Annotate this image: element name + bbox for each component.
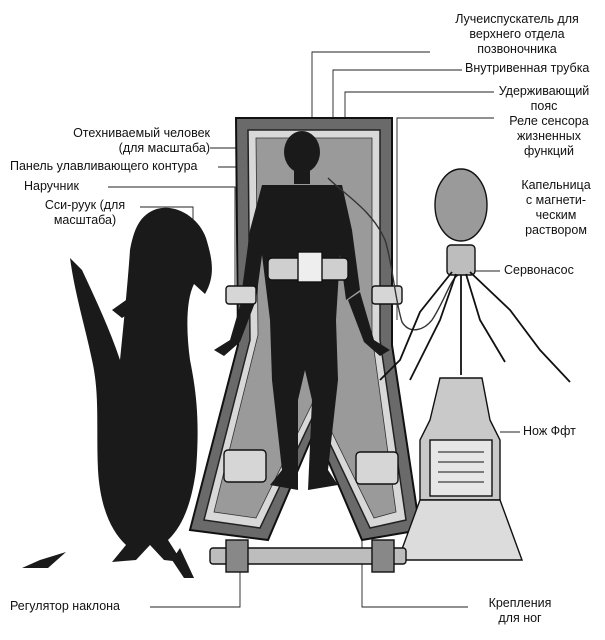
cutter-base	[396, 499, 524, 561]
leader-tilt-regulator	[150, 560, 241, 608]
label-foot-mounts: Крепления для ног	[488, 596, 552, 625]
leader-wrist-cuff	[108, 186, 236, 292]
drip-device	[379, 168, 571, 561]
right-wrist-cuff	[371, 285, 403, 305]
cuffs	[223, 251, 403, 485]
label-spine-emitter: Лучеиспускатель для верхнего отдела позв…	[455, 12, 579, 56]
leader-vital-relay	[396, 117, 494, 320]
label-wrist-cuff: Наручник	[24, 179, 79, 193]
pump-arms	[379, 271, 571, 383]
tilt-rail	[209, 539, 407, 573]
label-ssi-ruuk: Сси-руук (для масштаба)	[44, 198, 126, 227]
cutter-vents	[438, 451, 484, 483]
drip-bulb	[434, 168, 488, 242]
label-capture-panel: Панель улавливающего контура	[10, 159, 198, 173]
label-iv-tube: Внутривенная трубка	[465, 61, 590, 75]
label-iv-drip: Капельница с магнети- ческим раствором	[521, 178, 591, 237]
leader-foot-mounts	[361, 510, 468, 608]
servo-pump-body	[446, 244, 476, 276]
label-servo-pump: Сервонасос	[504, 263, 574, 277]
label-restraint-belt: Удерживающий пояс	[498, 84, 590, 113]
left-wrist-cuff	[225, 285, 257, 305]
right-ankle-cuff	[355, 451, 399, 485]
label-fft-knife: Нож Ффт	[523, 424, 576, 438]
label-thawed-person: Отехниваемый человек (для масштаба)	[73, 126, 210, 155]
iv-tube-line	[327, 177, 459, 331]
left-ankle-cuff	[223, 449, 267, 483]
ssi-ruuk-silhouette	[22, 207, 212, 578]
label-vital-relay: Реле сенсора жизненных функций	[509, 114, 589, 158]
label-tilt-regulator: Регулятор наклона	[10, 599, 121, 613]
